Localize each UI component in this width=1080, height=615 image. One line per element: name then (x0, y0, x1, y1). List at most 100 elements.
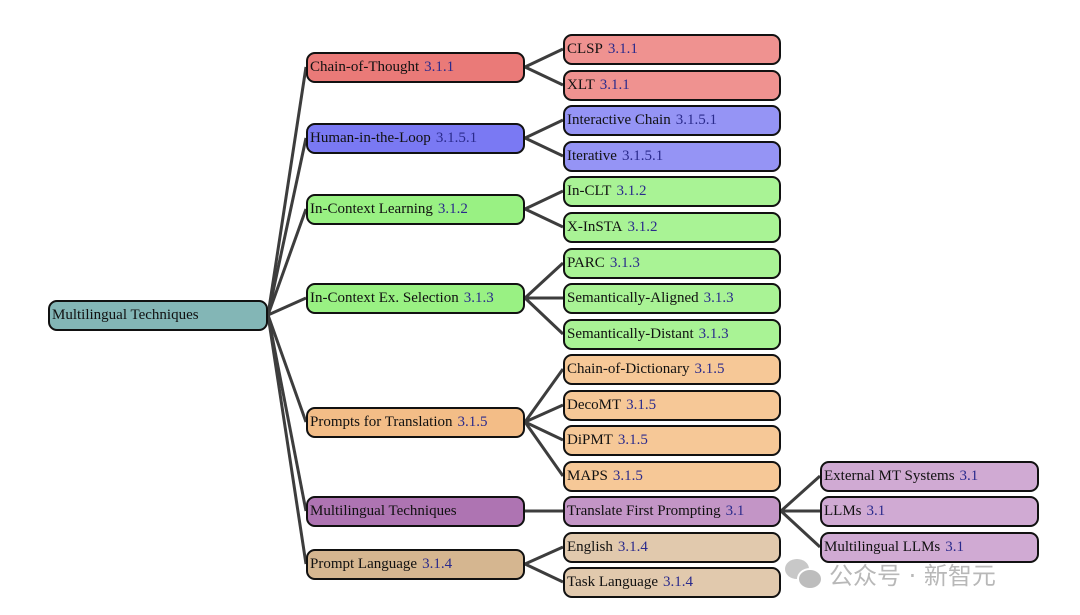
edge-ices-parc (523, 261, 565, 300)
edge-root-pl (266, 314, 308, 565)
node-label: Interactive Chain (567, 111, 671, 128)
node-root: Multilingual Techniques (48, 299, 268, 331)
edge-pft-dipmt (524, 420, 564, 442)
section-ref: 3.1.3 (463, 289, 494, 306)
edge-pft-decomt (524, 403, 564, 424)
section-ref: 3.1.5.1 (621, 147, 664, 164)
edge-root-cot (266, 66, 308, 316)
section-ref: 3.1 (959, 467, 979, 484)
edge-pft-maps (523, 421, 565, 477)
node-label: DiPMT (567, 431, 613, 448)
node-label: In-Context Learning (310, 200, 433, 217)
section-ref: 3.1.5.1 (675, 111, 717, 128)
section-ref: 3.1.2 (616, 182, 647, 199)
node-label: MAPS (567, 467, 608, 484)
node-label: In-Context Ex. Selection (310, 289, 459, 306)
node-label: Prompts for Translation (310, 413, 453, 430)
node-label: Chain-of-Dictionary (567, 360, 690, 377)
node-label: Multilingual Techniques (310, 502, 457, 519)
node-label: LLMs (824, 502, 862, 519)
section-ref: 3.1 (945, 538, 964, 555)
node-label: Prompt Language (310, 555, 418, 572)
section-ref: 3.1.5 (612, 467, 643, 484)
node-label: Translate First Prompting (567, 502, 721, 519)
node-label: XLT (567, 76, 595, 93)
node-label: Semantically-Distant (567, 325, 694, 342)
edge-cot-clsp (524, 47, 564, 69)
node-label: Chain-of-Thought (310, 58, 420, 75)
node-label: X-InSTA (567, 218, 623, 235)
section-ref: 3.1 (725, 502, 745, 519)
edge-tfp-extmt (779, 474, 822, 513)
node-label: Task Language (567, 573, 658, 590)
edge-icl-xinsta (524, 207, 564, 229)
node-label: External MT Systems (824, 467, 955, 484)
node-label: CLSP (567, 40, 603, 57)
node-tl: Task Language 3.1.4 (563, 566, 781, 598)
section-ref: 3.1.5.1 (435, 129, 478, 146)
node-label: Semantically-Aligned (567, 289, 699, 306)
node-label: In-CLT (567, 182, 612, 199)
section-ref: 3.1.3 (703, 289, 734, 306)
edge-pft-cod (523, 368, 565, 423)
node-label: Multilingual Techniques (52, 306, 199, 323)
node-label: PARC (567, 254, 605, 271)
edge-pl-eng (524, 545, 564, 566)
node-label: Iterative (567, 147, 617, 164)
section-ref: 3.1.4 (663, 573, 693, 590)
edge-hitl-iter (524, 136, 564, 158)
section-ref: 3.1.1 (607, 40, 638, 57)
section-ref: 3.1.2 (627, 218, 658, 235)
wechat-icon (785, 558, 823, 590)
section-ref: 3.1.3 (698, 325, 729, 342)
watermark: 公众号 · 新智元 (785, 556, 996, 591)
edge-root-pft (266, 314, 308, 423)
section-ref: 3.1.3 (609, 254, 640, 271)
edge-root-ices (267, 296, 307, 317)
edge-icl-inclt (524, 189, 564, 211)
node-label: English (567, 538, 613, 555)
section-ref: 3.1 (866, 502, 886, 519)
edge-ices-sd (523, 296, 565, 336)
edge-pl-tl (524, 562, 564, 584)
edge-tfp-mllms (779, 509, 822, 549)
edge-hitl-ic (524, 118, 564, 140)
edge-root-icl (266, 208, 308, 316)
section-ref: 3.1.1 (424, 58, 455, 75)
section-ref: 3.1.5 (617, 431, 648, 448)
node-mt: Multilingual Techniques (306, 495, 525, 527)
section-ref: 3.1.2 (437, 200, 468, 217)
edge-root-hitl (266, 137, 308, 316)
section-ref: 3.1.5 (694, 360, 725, 377)
watermark-text: 公众号 · 新智元 (829, 562, 996, 590)
node-label: DecoMT (567, 396, 622, 413)
node-label: Human-in-the-Loop (310, 129, 431, 146)
section-ref: 3.1.1 (599, 76, 630, 93)
section-ref: 3.1.4 (422, 555, 453, 572)
